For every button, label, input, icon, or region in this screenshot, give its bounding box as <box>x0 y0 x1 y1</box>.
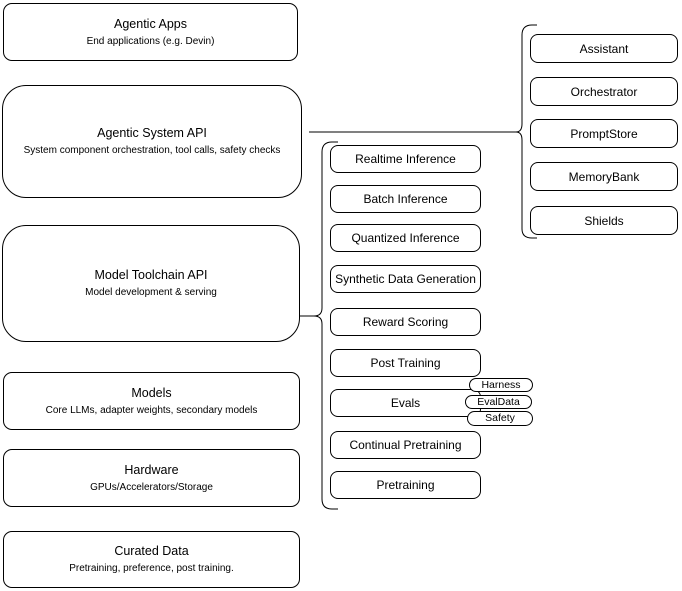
node-curated-data: Curated Data Pretraining, preference, po… <box>3 531 300 588</box>
node-batch-inference: Batch Inference <box>330 185 481 213</box>
node-label: Assistant <box>579 41 629 56</box>
node-label: Reward Scoring <box>362 315 449 329</box>
node-title: Agentic Apps <box>114 16 187 31</box>
node-assistant: Assistant <box>530 34 678 63</box>
node-continual-pretraining: Continual Pretraining <box>330 431 481 459</box>
node-label: Batch Inference <box>363 192 448 206</box>
node-title: Hardware <box>124 462 179 477</box>
node-subtitle: End applications (e.g. Devin) <box>86 35 215 47</box>
node-subtitle: Model development & serving <box>85 287 217 298</box>
node-label: Pretraining <box>376 478 435 492</box>
node-subtitle: System component orchestration, tool cal… <box>23 145 281 156</box>
node-label: Post Training <box>370 356 441 370</box>
node-subtitle: Pretraining, preference, post training. <box>69 563 234 574</box>
node-label: MemoryBank <box>568 169 640 184</box>
tag-harness: Harness <box>469 378 533 392</box>
node-title: Agentic System API <box>97 126 207 140</box>
node-evals: Evals <box>330 389 481 417</box>
node-title: Model Toolchain API <box>94 268 208 282</box>
node-agentic-apps: Agentic Apps End applications (e.g. Devi… <box>3 3 298 61</box>
node-title: Models <box>131 385 172 400</box>
node-promptstore: PromptStore <box>530 119 678 148</box>
node-label: Quantized Inference <box>351 231 460 245</box>
node-subtitle: GPUs/Accelerators/Storage <box>90 481 213 493</box>
node-agentic-system-api: Agentic System API System component orch… <box>2 85 302 198</box>
node-title: Curated Data <box>114 544 189 558</box>
tag-label: EvalData <box>477 395 520 408</box>
node-subtitle: Core LLMs, adapter weights, secondary mo… <box>45 404 258 416</box>
tag-label: Harness <box>481 378 521 391</box>
node-post-training: Post Training <box>330 349 481 377</box>
node-label: PromptStore <box>570 126 638 141</box>
node-label: Continual Pretraining <box>349 438 462 452</box>
node-label: Shields <box>584 213 624 228</box>
node-reward-scoring: Reward Scoring <box>330 308 481 336</box>
node-pretraining: Pretraining <box>330 471 481 499</box>
node-quantized-inference: Quantized Inference <box>330 224 481 252</box>
node-synthetic-data-generation: Synthetic Data Generation <box>330 265 481 293</box>
node-realtime-inference: Realtime Inference <box>330 145 481 173</box>
tag-label: Safety <box>485 412 515 424</box>
tag-evaldata: EvalData <box>465 395 532 409</box>
node-shields: Shields <box>530 206 678 235</box>
node-model-toolchain-api: Model Toolchain API Model development & … <box>2 225 300 342</box>
node-label: Synthetic Data Generation <box>335 272 476 286</box>
node-memorybank: MemoryBank <box>530 162 678 191</box>
node-models: Models Core LLMs, adapter weights, secon… <box>3 372 300 430</box>
node-label: Realtime Inference <box>355 152 456 166</box>
node-orchestrator: Orchestrator <box>530 77 678 106</box>
node-hardware: Hardware GPUs/Accelerators/Storage <box>3 449 300 507</box>
tag-safety: Safety <box>467 411 533 426</box>
node-label: Evals <box>390 396 421 410</box>
node-label: Orchestrator <box>570 84 638 99</box>
